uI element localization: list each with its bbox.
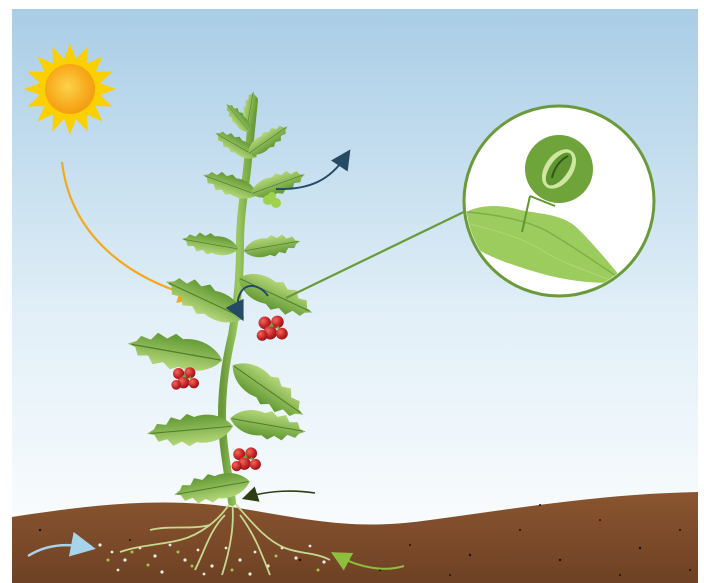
stoma-icon [525,135,593,203]
sun-icon [24,43,116,135]
sky-background [12,9,698,583]
leaf-magnified-callout [464,106,654,296]
